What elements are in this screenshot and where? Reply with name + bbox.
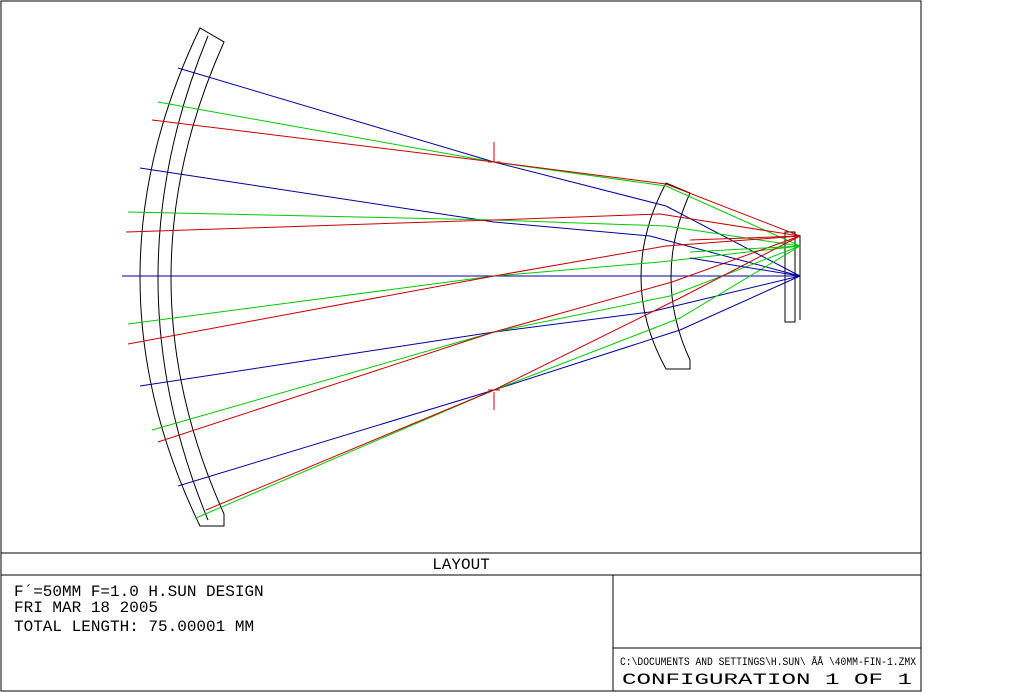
blue-ray-5 xyxy=(177,275,801,487)
green-ray-6 xyxy=(157,101,801,247)
blue-ray-4 xyxy=(139,275,801,387)
red-ray-15 xyxy=(205,235,801,511)
front-lens-inner-surface xyxy=(157,35,209,521)
green-ray-7 xyxy=(127,211,801,247)
blue-ray-1 xyxy=(177,67,801,277)
info-line-1: F´=50MM F=1.0 H.SUN DESIGN xyxy=(14,583,264,601)
layout-title: LAYOUT xyxy=(432,556,490,574)
green-ray-17 xyxy=(689,245,801,253)
rear-meniscus-lens xyxy=(640,182,691,370)
ray-traces xyxy=(122,67,801,519)
info-line-3: TOTAL LENGTH: 75.00001 MM xyxy=(14,618,254,636)
red-ray-12 xyxy=(125,213,801,237)
blue-ray-16 xyxy=(689,257,801,277)
green-ray-8 xyxy=(127,245,801,325)
green-ray-10 xyxy=(195,245,801,519)
red-ray-18 xyxy=(689,235,801,241)
green-ray-9 xyxy=(151,245,801,431)
configuration-label: CONFIGURATION 1 OF 1 xyxy=(622,671,912,689)
red-ray-11 xyxy=(151,119,801,237)
outer-frame xyxy=(0,0,922,692)
blue-ray-2 xyxy=(139,167,801,277)
info-line-2: FRI MAR 18 2005 xyxy=(14,599,158,617)
red-ray-14 xyxy=(157,235,801,443)
file-path: C:\DOCUMENTS AND SETTINGS\H.SUN\ ÅÅ \40M… xyxy=(620,656,916,669)
red-ray-13 xyxy=(127,235,801,345)
lens-elements xyxy=(139,27,801,527)
front-meniscus-lens xyxy=(139,27,225,527)
